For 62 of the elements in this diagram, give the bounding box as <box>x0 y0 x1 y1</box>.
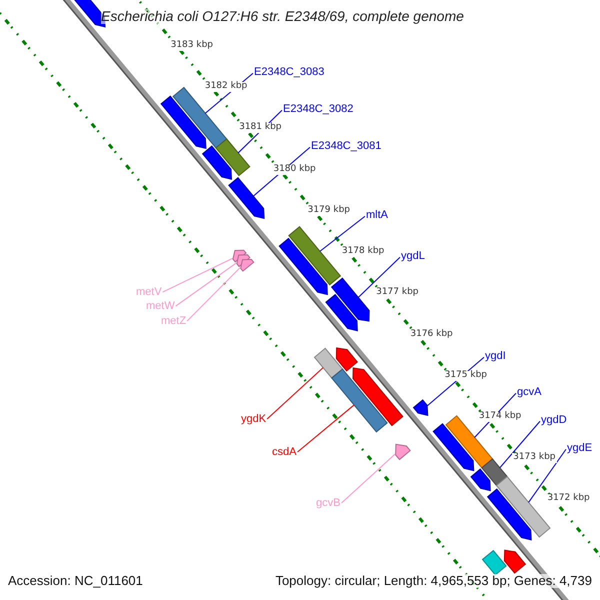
gene-label: metV <box>136 286 162 298</box>
leader-line <box>296 404 355 453</box>
gene-label: ygdE <box>567 442 592 454</box>
gene-marker <box>504 550 526 574</box>
gene-marker <box>432 423 474 472</box>
gene-marker <box>470 468 491 492</box>
gene-block <box>215 138 250 176</box>
gene-label: gcvA <box>517 386 542 398</box>
leader-line <box>499 420 540 468</box>
leader-line <box>186 267 241 322</box>
gene-marker <box>352 367 404 426</box>
gene-label: mltA <box>366 209 388 222</box>
leader-line <box>358 256 400 298</box>
scale-label: 3183 kbp <box>170 40 214 51</box>
gene-block <box>172 86 228 149</box>
leader-line <box>266 367 324 420</box>
gene-label: E2348C_3081 <box>311 140 382 152</box>
gene-label: gcvB <box>316 497 340 510</box>
gene-block <box>482 550 507 576</box>
scale-label: 3173 kbp <box>512 453 557 464</box>
gene-label: E2348C_3082 <box>283 103 354 116</box>
gene-label: ygdD <box>541 414 567 426</box>
gene-marker <box>486 488 532 541</box>
gene-marker <box>336 347 358 372</box>
gene-block <box>314 348 344 379</box>
gene-label: metW <box>146 300 175 312</box>
gene-marker <box>330 278 370 322</box>
leader-line <box>528 448 566 503</box>
gene-marker <box>228 177 265 220</box>
leader-line <box>162 258 233 293</box>
gene-marker <box>325 294 358 332</box>
gene-block <box>288 226 342 286</box>
footer-text: Topology: circular; Length: 4,965,553 bp; Genes: 4,739 <box>275 574 592 588</box>
leader-line <box>320 216 366 252</box>
gene-label: ygdK <box>241 413 266 426</box>
scale-label: 3172 kbp <box>546 494 591 504</box>
scale-label: 3182 kbp <box>204 82 248 92</box>
scale-label: 3178 kbp <box>340 247 386 257</box>
scale-label: 3176 kbp <box>409 330 454 340</box>
leader-line <box>175 262 237 307</box>
gene-marker <box>412 399 428 416</box>
gene-block <box>481 458 508 486</box>
gene-marker <box>160 96 206 150</box>
gene-label: ygdI <box>485 350 506 362</box>
gene-label: metZ <box>161 315 186 328</box>
leader-line <box>340 454 396 504</box>
scale-label: 3177 kbp <box>375 288 420 298</box>
scale-label: 3181 kbp <box>238 123 283 134</box>
scale-label: 3180 kbp <box>272 164 317 175</box>
scale-label: 3175 kbp <box>444 370 488 381</box>
gene-block <box>331 368 388 433</box>
scale-label: 3174 kbp <box>478 412 522 422</box>
scale-label: 3179 kbp <box>306 206 352 216</box>
gene-label: ygdL <box>401 250 425 262</box>
gene-label: csdA <box>272 446 296 458</box>
gene-marker <box>202 145 232 180</box>
gene-marker <box>240 258 254 272</box>
gene-label: E2348C_3083 <box>254 66 324 78</box>
gene-marker <box>278 238 328 296</box>
title: Escherichia coli O127:H6 str. E2348/69, complete genome <box>101 9 464 24</box>
footer-text: Accession: NC_011601 <box>8 574 143 588</box>
gene-marker <box>395 444 411 460</box>
